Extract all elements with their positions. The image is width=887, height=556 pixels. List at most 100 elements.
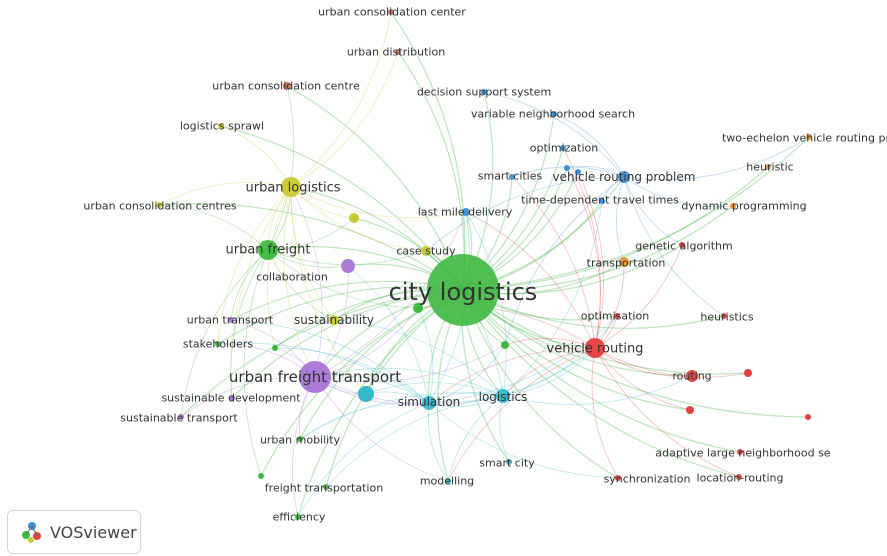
network-node[interactable] bbox=[509, 174, 515, 180]
network-node[interactable] bbox=[551, 111, 557, 117]
node-label[interactable]: urban consolidation center bbox=[318, 6, 466, 19]
network-node[interactable] bbox=[575, 169, 581, 175]
network-node[interactable] bbox=[560, 145, 566, 151]
network-node[interactable] bbox=[281, 177, 301, 197]
node-label[interactable]: vehicle routing bbox=[547, 342, 644, 357]
node-label[interactable]: decision support system bbox=[417, 86, 551, 99]
node-label[interactable]: last mile delivery bbox=[418, 206, 513, 219]
network-node[interactable] bbox=[462, 208, 470, 216]
node-label[interactable]: urban consolidation centres bbox=[83, 200, 236, 213]
network-node[interactable] bbox=[686, 370, 698, 382]
node-label[interactable]: urban transport bbox=[187, 314, 274, 327]
network-node[interactable] bbox=[730, 203, 736, 209]
network-node[interactable] bbox=[349, 213, 359, 223]
network-node[interactable] bbox=[299, 361, 331, 393]
node-label[interactable]: modelling bbox=[420, 475, 474, 488]
node-label[interactable]: synchronization bbox=[604, 473, 691, 486]
network-node[interactable] bbox=[481, 89, 487, 95]
node-label[interactable]: urban mobility bbox=[260, 434, 341, 447]
node-label[interactable]: time-dependent travel times bbox=[521, 194, 679, 207]
network-node[interactable] bbox=[215, 341, 221, 347]
node-label[interactable]: vehicle routing problem bbox=[553, 170, 696, 184]
network-node[interactable] bbox=[501, 341, 509, 349]
node-label[interactable]: logistics sprawl bbox=[180, 120, 264, 133]
network-node[interactable] bbox=[341, 259, 355, 273]
network-node[interactable] bbox=[564, 165, 570, 171]
node-label[interactable]: stakeholders bbox=[183, 338, 254, 351]
network-node[interactable] bbox=[178, 414, 184, 420]
network-node[interactable] bbox=[218, 123, 224, 129]
network-node[interactable] bbox=[679, 242, 685, 248]
network-node[interactable] bbox=[422, 396, 436, 410]
node-label[interactable]: routing bbox=[672, 370, 711, 383]
network-node[interactable] bbox=[427, 254, 499, 326]
node-label[interactable]: logistics bbox=[479, 390, 528, 404]
network-node[interactable] bbox=[323, 484, 329, 490]
node-label[interactable]: freight transportation bbox=[265, 482, 383, 495]
network-node[interactable] bbox=[737, 449, 743, 455]
node-label[interactable]: urban freight bbox=[225, 243, 310, 258]
node-label[interactable]: optimization bbox=[530, 142, 598, 155]
node-label[interactable]: urban consolidation centre bbox=[212, 80, 360, 93]
node-label[interactable]: city logistics bbox=[389, 278, 538, 306]
node-label[interactable]: adaptive large neighborhood se bbox=[655, 447, 830, 460]
node-label[interactable]: two-echelon vehicle routing pr bbox=[722, 132, 887, 145]
network-link bbox=[465, 211, 507, 397]
network-node[interactable] bbox=[156, 202, 162, 208]
network-node[interactable] bbox=[295, 514, 301, 520]
node-label[interactable]: location-routing bbox=[697, 472, 784, 485]
node-label[interactable]: sustainable transport bbox=[120, 412, 238, 425]
network-node[interactable] bbox=[615, 475, 621, 481]
node-label[interactable]: sustainability bbox=[294, 313, 374, 327]
node-label[interactable]: optimisation bbox=[581, 310, 649, 323]
network-node[interactable] bbox=[283, 82, 291, 90]
network-node[interactable] bbox=[229, 395, 235, 401]
node-label[interactable]: smart city bbox=[479, 457, 535, 470]
network-node[interactable] bbox=[506, 459, 512, 465]
network-node[interactable] bbox=[272, 345, 278, 351]
network-node[interactable] bbox=[599, 198, 605, 204]
network-node[interactable] bbox=[228, 317, 234, 323]
network-node[interactable] bbox=[806, 134, 812, 140]
network-node[interactable] bbox=[358, 386, 374, 402]
network-node[interactable] bbox=[258, 240, 278, 260]
node-label[interactable]: urban logistics bbox=[245, 181, 340, 196]
node-label[interactable]: urban freight transport bbox=[229, 368, 401, 386]
node-label[interactable]: urban distribution bbox=[347, 46, 445, 59]
node-label[interactable]: smart cities bbox=[478, 170, 543, 183]
node-label[interactable]: simulation bbox=[398, 395, 461, 409]
network-node[interactable] bbox=[614, 313, 620, 319]
network-node[interactable] bbox=[585, 338, 605, 358]
network-node[interactable] bbox=[686, 406, 694, 414]
network-node[interactable] bbox=[258, 473, 264, 479]
node-label[interactable]: collaboration bbox=[256, 271, 328, 284]
node-label[interactable]: heuristics bbox=[700, 311, 753, 324]
network-node[interactable] bbox=[721, 313, 727, 319]
network-node[interactable] bbox=[413, 303, 423, 313]
network-link bbox=[623, 136, 810, 181]
network-node[interactable] bbox=[619, 257, 629, 267]
network-node[interactable] bbox=[395, 49, 401, 55]
network-node[interactable] bbox=[736, 474, 742, 480]
network-node[interactable] bbox=[744, 369, 752, 377]
network-link bbox=[594, 244, 683, 349]
node-label[interactable]: heuristic bbox=[746, 161, 793, 174]
network-node[interactable] bbox=[496, 389, 510, 403]
vosviewer-badge[interactable]: VOSviewer bbox=[7, 510, 141, 554]
node-label[interactable]: case study bbox=[396, 245, 456, 258]
network-node[interactable] bbox=[618, 171, 630, 183]
node-label[interactable]: genetic algorithm bbox=[635, 240, 733, 253]
node-label[interactable]: dynamic programming bbox=[681, 200, 806, 213]
network-node[interactable] bbox=[388, 9, 394, 15]
network-node[interactable] bbox=[421, 246, 431, 256]
network-node[interactable] bbox=[297, 436, 303, 442]
network-node[interactable] bbox=[805, 414, 811, 420]
network-node[interactable] bbox=[329, 315, 339, 325]
node-label[interactable]: transportation bbox=[587, 257, 666, 270]
network-node[interactable] bbox=[445, 478, 451, 484]
network-node[interactable] bbox=[765, 164, 771, 170]
node-label[interactable]: sustainable development bbox=[161, 392, 301, 405]
node-label[interactable]: efficiency bbox=[273, 511, 326, 524]
node-label[interactable]: variable neighborhood search bbox=[471, 108, 635, 121]
